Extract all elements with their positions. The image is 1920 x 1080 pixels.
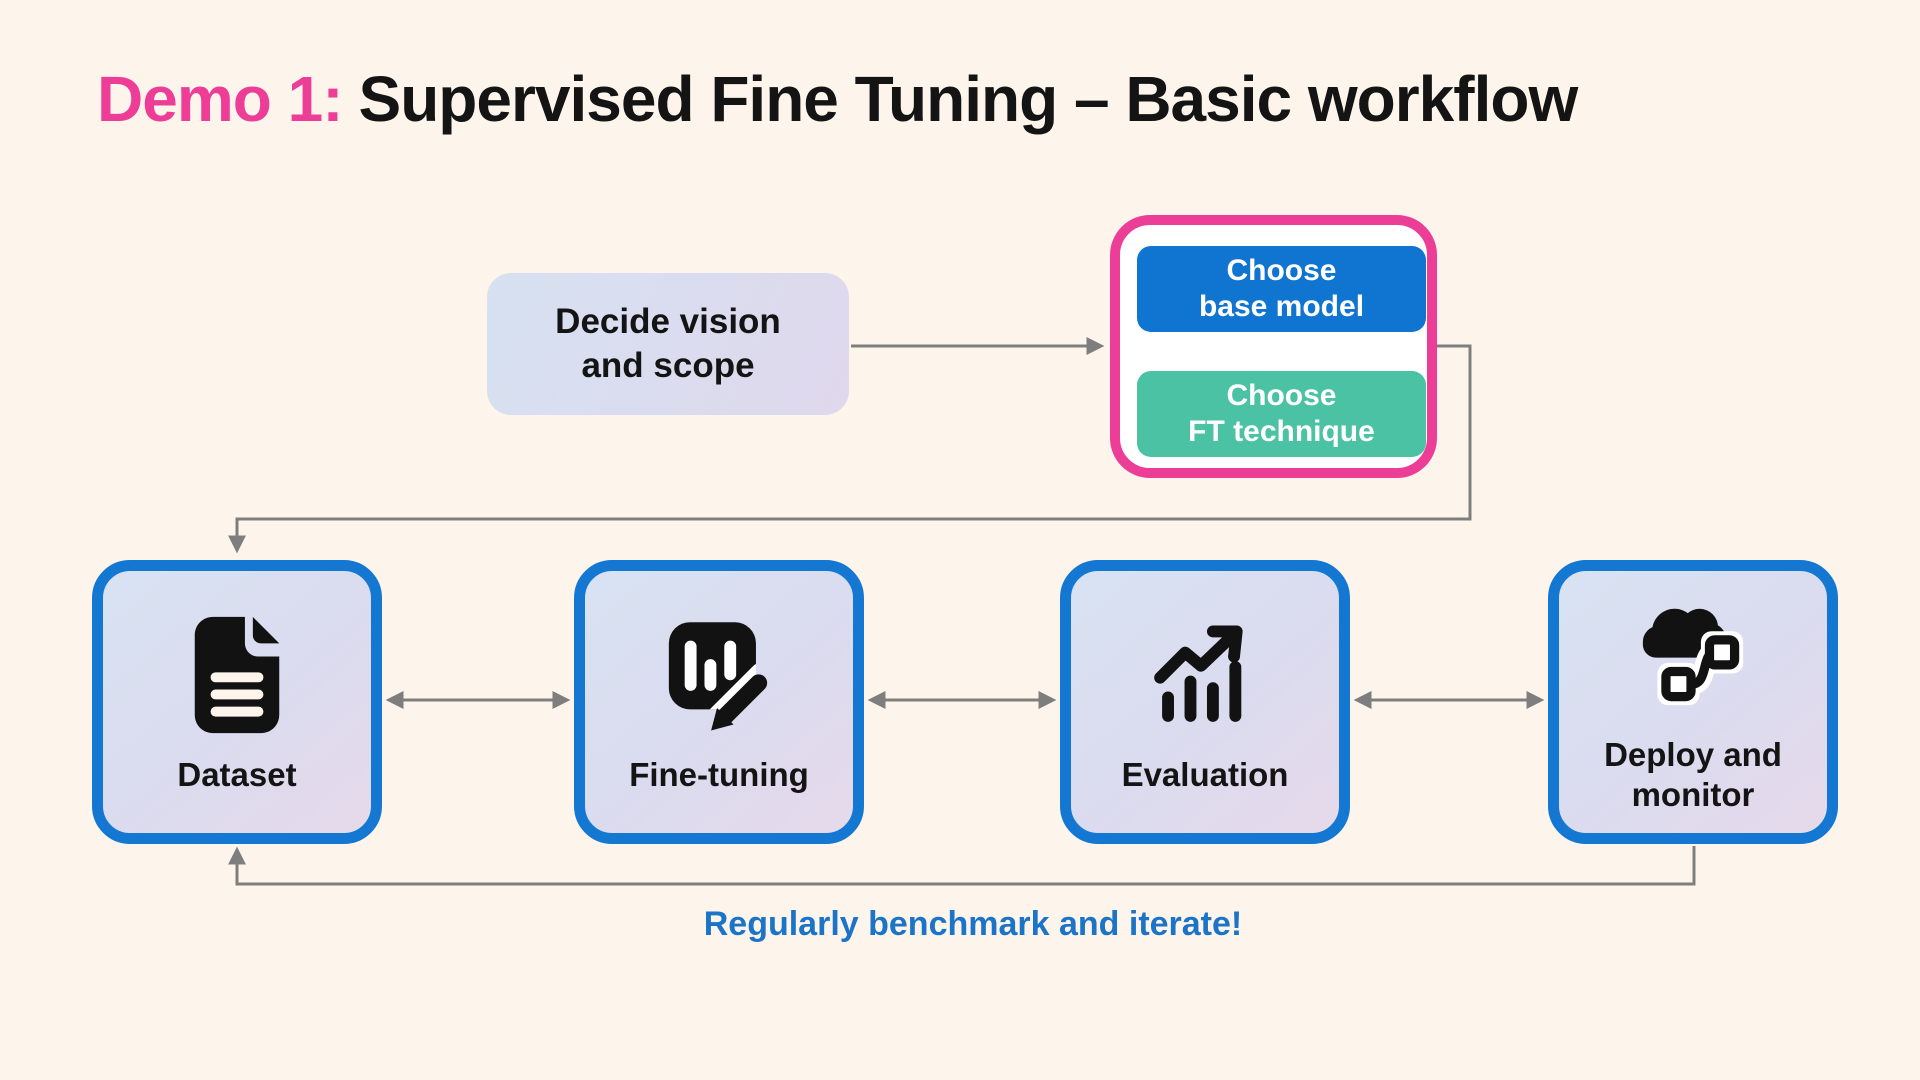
step-node-deploy-monitor: Deploy and monitor: [1548, 560, 1838, 844]
document-icon: [194, 617, 280, 734]
choose-ft-technique-node: Choose FT technique: [1137, 371, 1426, 457]
choose-panel: Choose base model Choose FT technique: [1110, 215, 1437, 478]
step-node-fine-tuning: Fine-tuning: [574, 560, 864, 844]
step-label: Fine-tuning: [629, 756, 809, 794]
step-label: Deploy and monitor: [1604, 736, 1782, 813]
page-title: Demo 1:Supervised Fine Tuning – Basic wo…: [97, 62, 1579, 136]
title-text: Supervised Fine Tuning – Basic workflow: [358, 63, 1579, 135]
bar-chart-edit-icon: [668, 622, 768, 731]
feedback-arrow-deploy-to-dataset: [228, 846, 1696, 886]
title-highlight: Demo 1:: [97, 63, 343, 135]
decide-vision-node: Decide vision and scope: [487, 273, 849, 415]
benchmark-caption: Regularly benchmark and iterate!: [703, 905, 1243, 943]
step-label: Dataset: [177, 756, 297, 794]
step-node-evaluation: Evaluation: [1060, 560, 1350, 844]
choose-base-model-node: Choose base model: [1137, 246, 1426, 332]
trend-chart-icon: [1154, 625, 1243, 723]
step-node-dataset: Dataset: [92, 560, 382, 844]
cloud-deploy-icon: [1642, 609, 1744, 706]
step-label: Evaluation: [1121, 756, 1289, 794]
